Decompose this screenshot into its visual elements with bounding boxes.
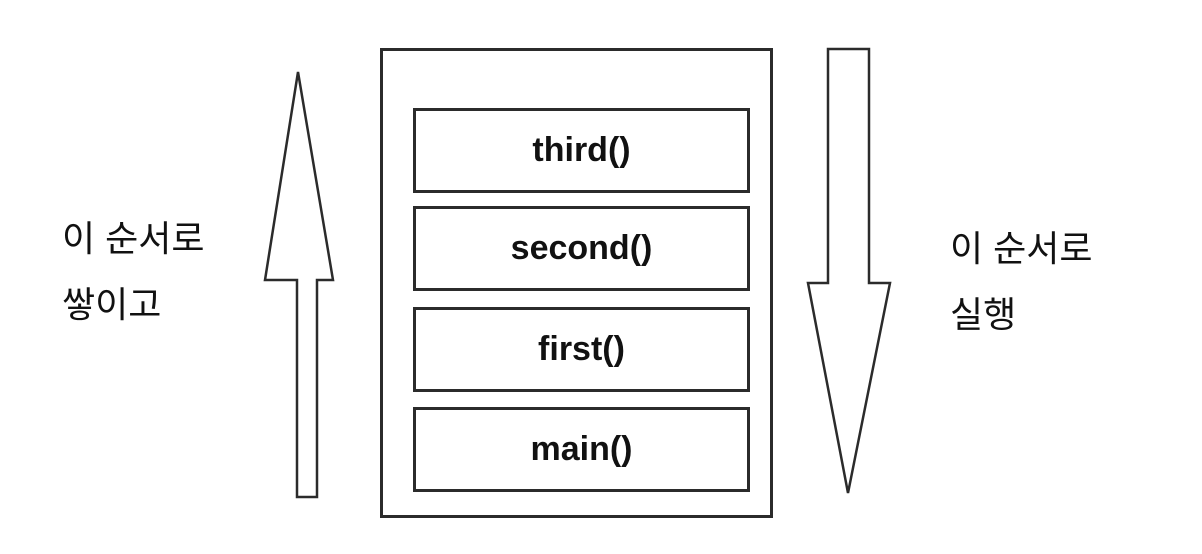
stack-frame-main: main() [413,407,750,492]
right-annotation-line1: 이 순서로 [950,228,1093,269]
stack-frame-first: first() [413,307,750,392]
left-annotation-line1: 이 순서로 [62,218,205,259]
right-annotation: 이 순서로 실행 [950,216,1092,348]
up-arrow-icon [263,71,335,499]
stack-frame-label: third() [532,131,631,169]
stack-frame-label: main() [530,430,633,468]
left-annotation-line2: 쌓이고 [62,284,162,325]
down-arrow-icon [806,47,892,494]
stack-frame-third: third() [413,108,750,193]
stack-frame-label: first() [538,330,625,368]
right-annotation-line2: 실행 [950,294,1017,335]
stack-frame-second: second() [413,206,750,291]
stack-frame-label: second() [510,229,653,267]
left-annotation: 이 순서로 쌓이고 [62,206,204,338]
